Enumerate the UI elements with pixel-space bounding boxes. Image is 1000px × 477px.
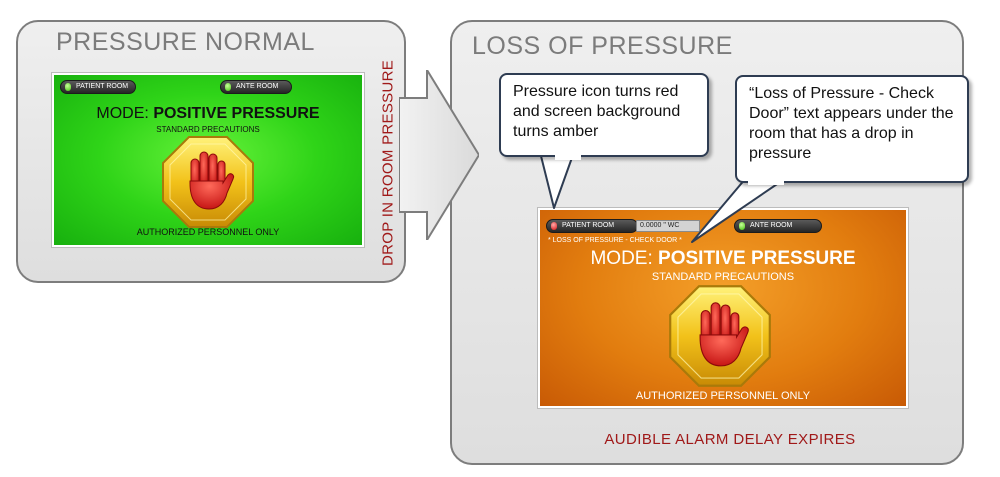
mode-value: POSITIVE PRESSURE [658,248,856,269]
precautions-text: STANDARD PRECAUTIONS [651,271,795,283]
normal-status-screen: PATIENT ROOM ANTE ROOM MODE: POSITIVE PR… [52,73,364,247]
transition-arrow-icon [399,70,479,240]
mode-line: MODE: POSITIVE PRESSURE [540,248,906,270]
ante-room-button[interactable]: ANTE ROOM [734,219,822,233]
mode-line: MODE: POSITIVE PRESSURE [54,105,362,123]
pressure-ok-indicator-icon [65,83,71,91]
authorized-footer: AUTHORIZED PERSONNEL ONLY [635,390,811,402]
callout-pointer-2 [691,177,787,243]
mode-prefix: MODE: [96,105,149,122]
pressure-normal-title: PRESSURE NORMAL [56,28,315,56]
callout-joint-2 [748,179,784,185]
ante-room-button[interactable]: ANTE ROOM [220,80,292,94]
drop-in-pressure-caption: DROP IN ROOM PRESSURE [378,58,398,268]
mode-value: POSITIVE PRESSURE [153,105,320,122]
ante-room-label: ANTE ROOM [750,222,793,229]
callout-check-door: “Loss of Pressure - Check Door” text app… [735,75,969,183]
loss-of-pressure-note: * LOSS OF PRESSURE - CHECK DOOR * [548,237,682,244]
stop-hand-icon [669,285,771,387]
loss-of-pressure-title: LOSS OF PRESSURE [472,32,733,60]
stop-hand-icon [162,136,254,228]
ante-room-label: ANTE ROOM [236,83,279,90]
pressure-readout: 0.0000 " WC [636,220,700,232]
patient-room-label: PATIENT ROOM [562,222,615,229]
mode-prefix: MODE: [590,248,653,269]
callout-pressure-icon: Pressure icon turns red and screen backg… [499,73,709,157]
precautions-text: STANDARD PRECAUTIONS [156,125,260,134]
patient-room-button[interactable]: PATIENT ROOM [60,80,136,94]
pressure-alarm-indicator-icon [551,222,557,230]
pressure-ok-indicator-icon [739,222,745,230]
drop-in-pressure-caption-text: DROP IN ROOM PRESSURE [379,59,397,267]
alarm-status-screen: PATIENT ROOM 0.0000 " WC ANTE ROOM * LOS… [538,208,908,408]
callout-joint-1 [555,154,581,160]
patient-room-button[interactable]: PATIENT ROOM [546,219,638,233]
patient-room-label: PATIENT ROOM [76,83,129,90]
alarm-delay-caption: AUDIBLE ALARM DELAY EXPIRES [604,431,856,448]
authorized-footer: AUTHORIZED PERSONNEL ONLY [136,227,280,237]
pressure-ok-indicator-icon [225,83,231,91]
